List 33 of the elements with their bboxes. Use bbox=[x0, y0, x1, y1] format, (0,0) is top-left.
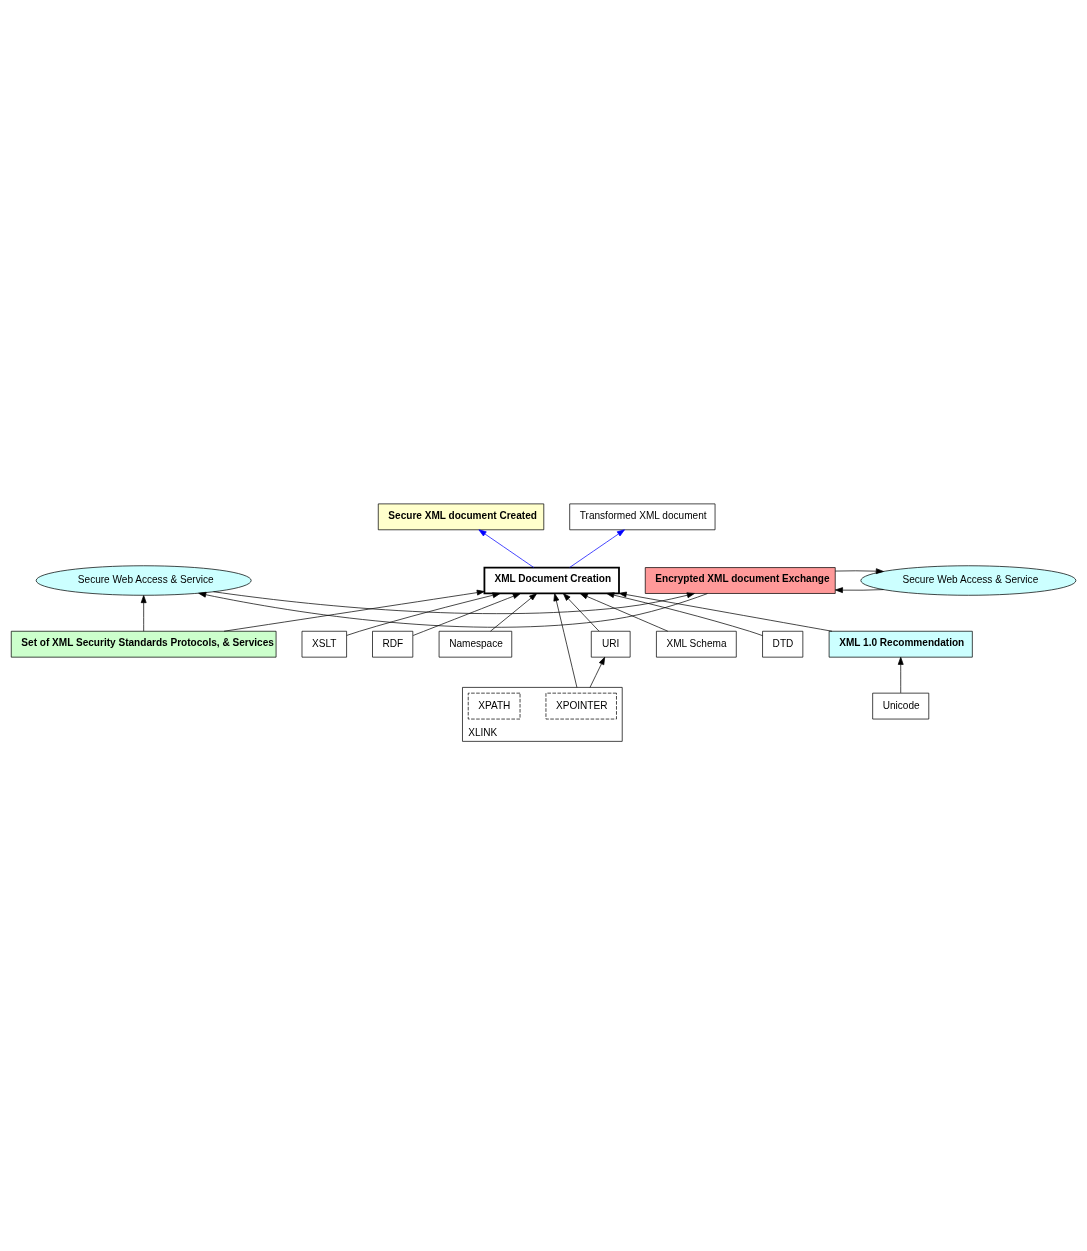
node-box: Transformed XML document bbox=[569, 503, 716, 531]
arrow bbox=[618, 591, 833, 632]
node-box: Namespace bbox=[438, 630, 513, 658]
node-box: Unicode bbox=[872, 692, 930, 720]
arrow bbox=[140, 595, 147, 632]
arrow bbox=[213, 591, 695, 614]
arrow bbox=[563, 593, 600, 632]
arrow bbox=[569, 529, 625, 568]
node-box: Set of XML Security Standards Protocols, & Services bbox=[10, 630, 277, 658]
node-box: RDF bbox=[372, 630, 414, 658]
arrow bbox=[835, 587, 884, 593]
node-box: URI bbox=[590, 630, 631, 658]
arrow bbox=[606, 592, 763, 636]
arrow bbox=[412, 593, 521, 636]
arrow bbox=[346, 592, 501, 636]
arrow bbox=[223, 589, 485, 632]
arrow bbox=[835, 568, 884, 575]
arrow bbox=[198, 591, 708, 628]
arrow bbox=[897, 656, 904, 694]
node-box: XPATH bbox=[467, 692, 521, 720]
arrow bbox=[579, 593, 669, 632]
node-box: XML Document Creation bbox=[483, 566, 620, 595]
node-box: XML Schema bbox=[656, 630, 737, 658]
node-box: XSLT bbox=[301, 630, 347, 658]
arrow bbox=[490, 593, 537, 632]
node-box: Encrypted XML document Exchange bbox=[644, 567, 836, 594]
node-box: XPOINTER bbox=[545, 692, 617, 720]
node-box: DTD bbox=[762, 630, 804, 658]
node-box: Secure XML document Created bbox=[377, 503, 545, 531]
arrow bbox=[553, 593, 578, 688]
arrow bbox=[589, 656, 606, 688]
arrow bbox=[478, 529, 535, 568]
node-box: XML 1.0 Recommendation bbox=[828, 630, 973, 658]
